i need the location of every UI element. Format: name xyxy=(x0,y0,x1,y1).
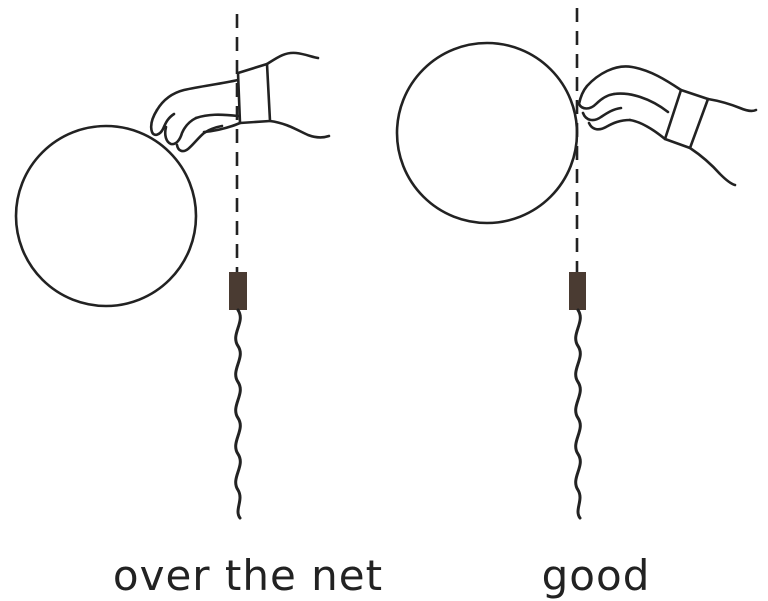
net-post-left xyxy=(229,272,247,310)
ball-right xyxy=(397,43,577,223)
panel-good xyxy=(397,8,756,518)
hand-right xyxy=(579,66,756,185)
caption-over-the-net: over the net xyxy=(113,551,383,600)
panel-over-the-net xyxy=(16,14,329,518)
ball-left xyxy=(16,126,196,306)
net-rope-left xyxy=(236,310,241,518)
hand-left xyxy=(151,53,329,151)
net-post-right xyxy=(569,272,586,310)
net-rope-right xyxy=(576,310,581,518)
caption-good: good xyxy=(542,551,651,600)
